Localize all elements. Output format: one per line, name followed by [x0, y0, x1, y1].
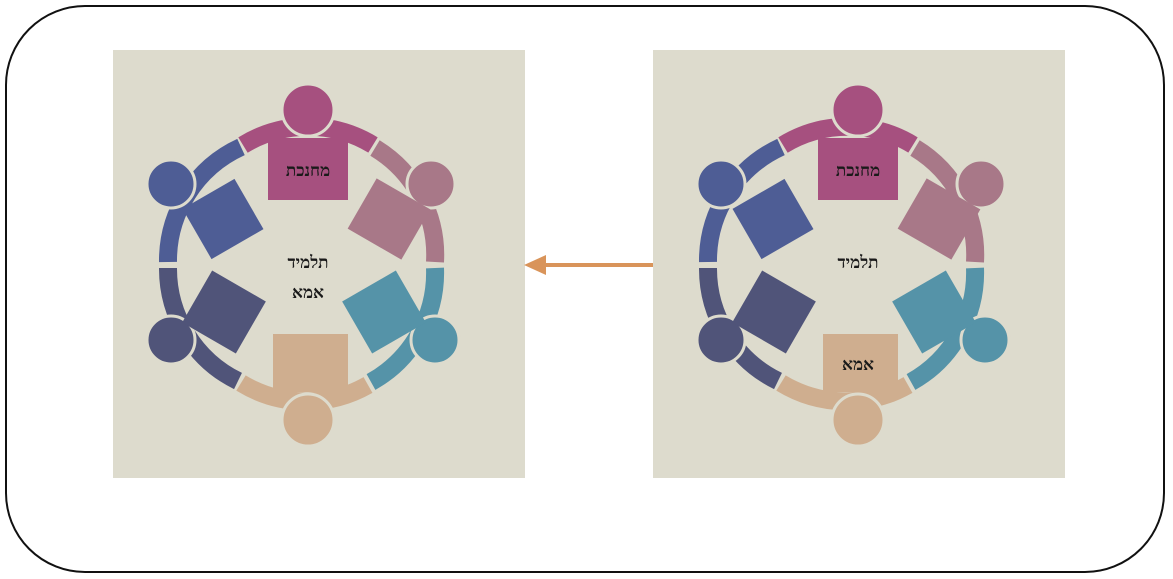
bottom-label: אמא — [842, 355, 874, 375]
center-label: תלמיד — [837, 253, 879, 273]
right-panel: מחנכת תלמיד אמא — [653, 50, 1065, 478]
center-label-second: אמא — [292, 283, 324, 303]
top-label: מחנכת — [835, 161, 881, 181]
center-label: תלמיד — [287, 253, 329, 273]
people-circle-right — [695, 82, 1011, 448]
left-panel: מחנכת תלמיד אמא — [113, 50, 525, 478]
top-label: מחנכת — [285, 161, 331, 181]
arrow-left-icon — [524, 255, 656, 275]
people-circle-left — [145, 82, 461, 448]
